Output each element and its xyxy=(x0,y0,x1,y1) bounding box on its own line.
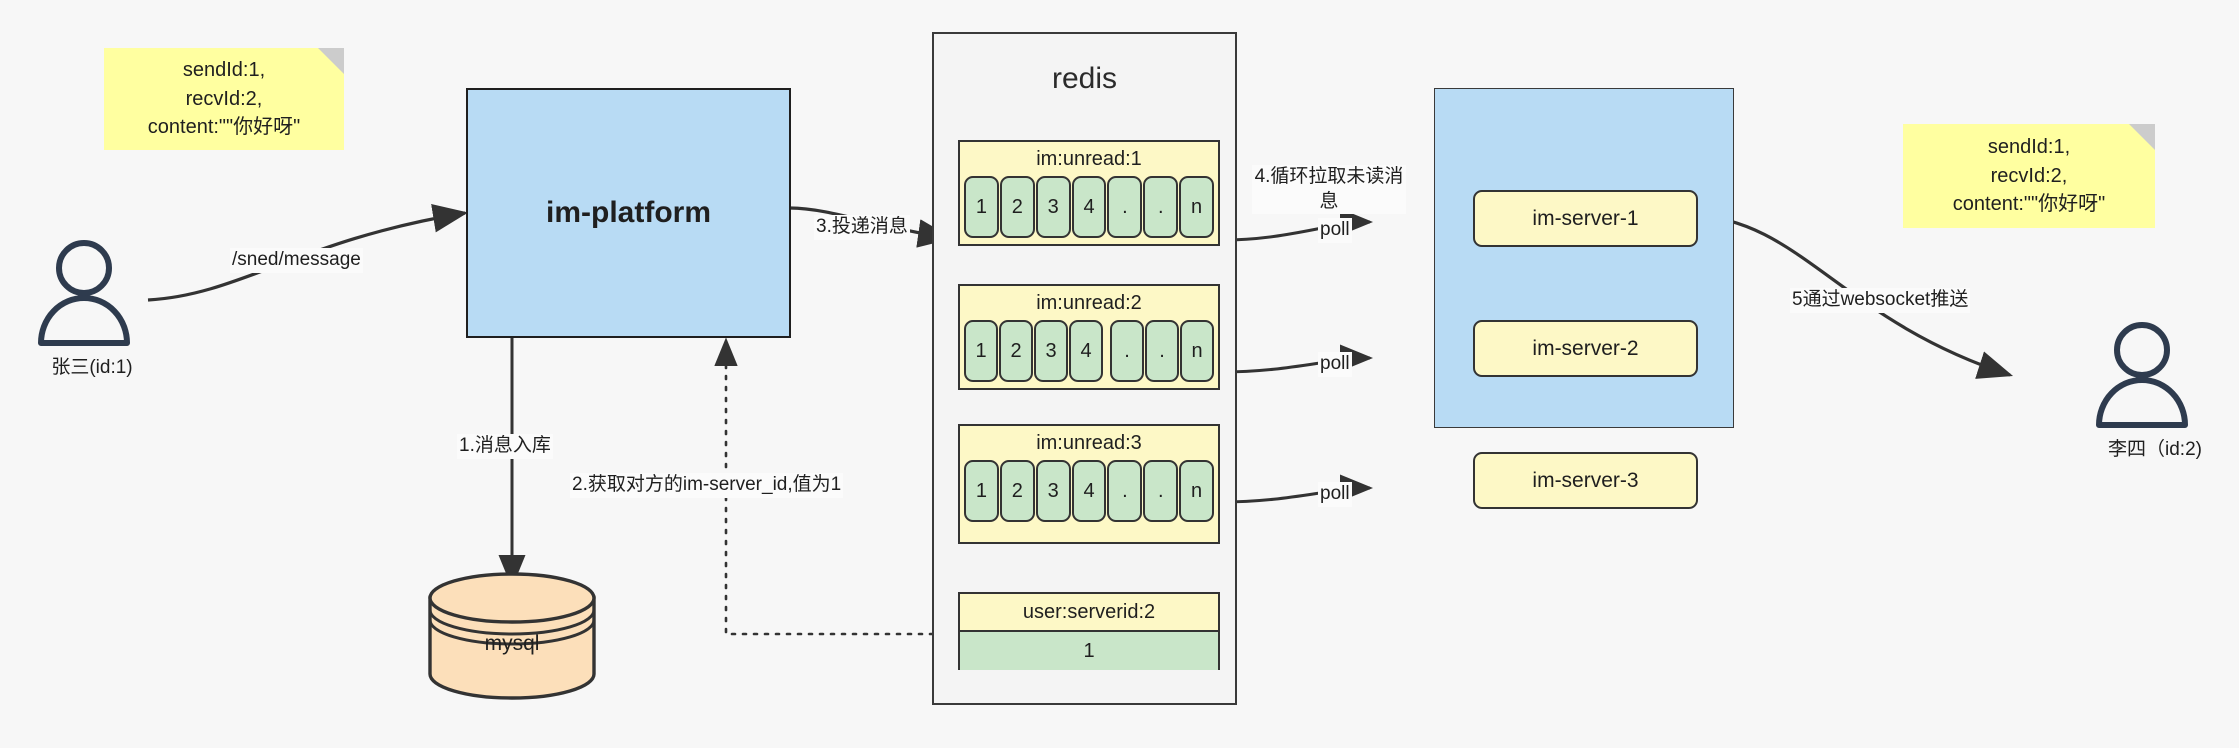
redis-cell[interactable]: n xyxy=(1179,460,1215,522)
actor-sender-label: 张三(id:1) xyxy=(51,357,133,378)
redis-key-cells: 1 2 3 4 . . n xyxy=(964,176,1215,238)
sticky-note-left-text: sendId:1, recvId:2, content:""你好呀" xyxy=(147,59,301,139)
redis-cell[interactable]: . xyxy=(1143,460,1179,522)
redis-kv-value: 1 xyxy=(960,630,1218,670)
redis-cell[interactable]: 2 xyxy=(999,176,1035,238)
redis-cell[interactable]: . xyxy=(1107,176,1143,238)
redis-cell[interactable]: 1 xyxy=(964,460,999,522)
node-mysql-label: mysql xyxy=(484,632,540,655)
person-icon xyxy=(2096,322,2188,428)
redis-key-cells: 1 2 3 4 . . n xyxy=(964,320,1214,382)
redis-kv-block[interactable]: user:serverid:2 1 xyxy=(958,592,1220,670)
redis-key-name: im:unread:2 xyxy=(1036,292,1142,314)
redis-key-block-2[interactable]: im:unread:3 1 2 3 4 . . n xyxy=(958,424,1220,544)
redis-cell[interactable]: 3 xyxy=(1035,176,1071,238)
edge-label-step3: 3.投递消息 xyxy=(814,215,910,240)
node-im-server-1-label: im-server-1 xyxy=(1532,206,1639,230)
node-mysql[interactable]: mysql xyxy=(424,570,600,700)
node-im-platform[interactable]: im-platform xyxy=(466,88,791,338)
note-fold-icon xyxy=(2129,124,2155,150)
redis-key-block-0[interactable]: im:unread:1 1 2 3 4 . . n xyxy=(958,140,1220,246)
edge-label-step1: 1.消息入库 xyxy=(457,434,553,459)
database-cylinder-icon xyxy=(428,572,596,700)
edge-label-step4: 4.循环拉取未读消息 xyxy=(1252,165,1406,215)
redis-cell[interactable]: 2 xyxy=(999,460,1035,522)
edge-label-step2: 2.获取对方的im-server_id,值为1 xyxy=(570,473,844,498)
redis-key-name: im:unread:1 xyxy=(1036,148,1142,170)
redis-cell[interactable]: . xyxy=(1143,176,1179,238)
node-redis-label: redis xyxy=(1051,62,1118,95)
redis-cell[interactable]: 3 xyxy=(1034,320,1068,382)
node-im-server-1[interactable]: im-server-1 xyxy=(1473,190,1698,247)
redis-cell[interactable]: n xyxy=(1179,176,1215,238)
redis-cell[interactable]: 4 xyxy=(1071,460,1107,522)
edge-label-send-message: /sned/message xyxy=(230,248,363,273)
redis-cell[interactable]: 1 xyxy=(964,320,998,382)
redis-cell[interactable]: 4 xyxy=(1071,176,1107,238)
person-icon xyxy=(38,240,130,346)
redis-key-cells: 1 2 3 4 . . n xyxy=(964,460,1215,522)
node-im-server-3[interactable]: im-server-3 xyxy=(1473,452,1698,509)
redis-cell[interactable]: 1 xyxy=(964,176,999,238)
note-fold-icon xyxy=(318,48,344,74)
redis-cell[interactable]: 3 xyxy=(1035,460,1071,522)
node-im-server-3-label: im-server-3 xyxy=(1532,468,1639,492)
redis-kv-key: user:serverid:2 xyxy=(1022,601,1156,623)
im-server-group xyxy=(1434,88,1734,428)
node-im-platform-label: im-platform xyxy=(546,196,711,229)
edge-label-poll-2: poll xyxy=(1318,352,1352,377)
redis-key-name: im:unread:3 xyxy=(1036,432,1142,454)
redis-cell[interactable]: 2 xyxy=(999,320,1033,382)
edge-label-step5: 5通过websocket推送 xyxy=(1790,288,1971,313)
sticky-note-right: sendId:1, recvId:2, content:""你好呀" xyxy=(1903,124,2155,228)
actor-receiver-label: 李四（id:2) xyxy=(2108,439,2202,460)
redis-cell[interactable]: . xyxy=(1145,320,1179,382)
actor-receiver: 李四（id:2) xyxy=(2090,320,2220,461)
edge-label-poll-3: poll xyxy=(1318,482,1352,507)
sticky-note-right-text: sendId:1, recvId:2, content:""你好呀" xyxy=(1952,136,2106,216)
redis-cell[interactable]: n xyxy=(1180,320,1214,382)
redis-cell[interactable]: . xyxy=(1110,320,1144,382)
node-im-server-2[interactable]: im-server-2 xyxy=(1473,320,1698,377)
sticky-note-left: sendId:1, recvId:2, content:""你好呀" xyxy=(104,48,344,150)
edge-label-poll-1: poll xyxy=(1318,218,1352,243)
redis-cell[interactable]: 4 xyxy=(1069,320,1103,382)
node-im-server-2-label: im-server-2 xyxy=(1532,336,1639,360)
redis-cell[interactable]: . xyxy=(1107,460,1143,522)
redis-key-block-1[interactable]: im:unread:2 1 2 3 4 . . n xyxy=(958,284,1220,390)
actor-sender: 张三(id:1) xyxy=(32,238,152,379)
